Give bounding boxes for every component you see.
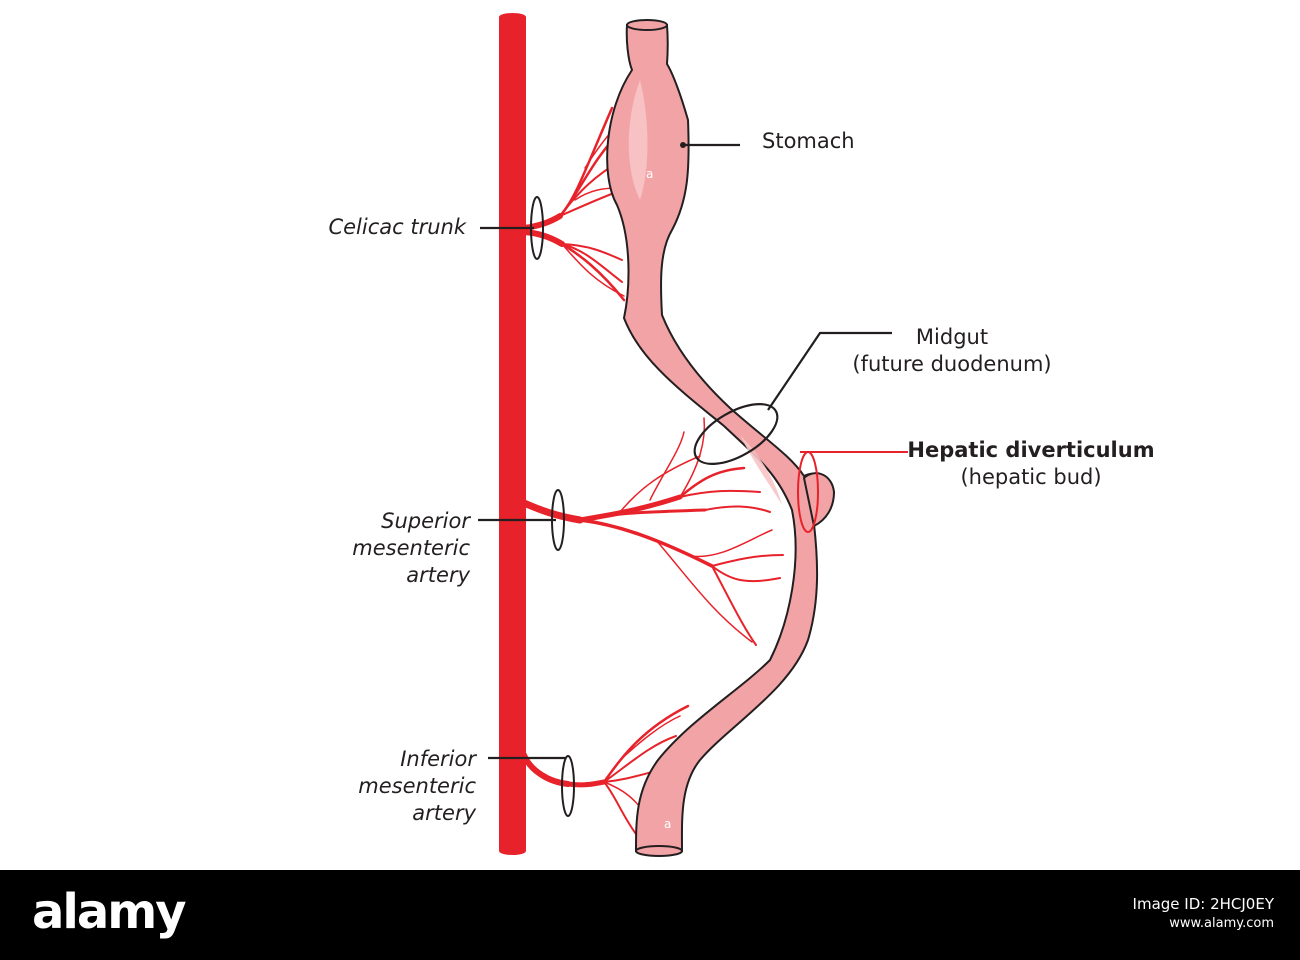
gut-bottom-opening: [635, 845, 683, 857]
sma-label-line-1: Superior: [381, 509, 470, 533]
superior-mesenteric-artery-label: Superior mesenteric artery: [320, 508, 470, 589]
hepatic-bud: [802, 472, 836, 528]
celiac-branches: [521, 106, 626, 302]
hepatic-diverticulum-label: Hepatic diverticulum (hepatic bud): [900, 437, 1162, 491]
celiac-trunk-label: Celicac trunk: [328, 215, 466, 239]
ima-ring: [561, 755, 575, 817]
gut-mark-1: a: [646, 167, 653, 181]
ima-label-line-2: mesenteric: [358, 774, 476, 798]
aorta-top: [499, 13, 526, 21]
midgut-label-line-1: Midgut: [915, 325, 989, 349]
leader-lines: [478, 143, 892, 760]
ima-label-line-3: artery: [412, 801, 476, 825]
midgut-label-line-2: (future duodenum): [852, 352, 1052, 376]
aorta: [499, 15, 526, 853]
stomach-highlight: [628, 80, 648, 200]
midgut-label: Midgut (future duodenum): [832, 324, 1072, 378]
image-id-block: Image ID: 2HCJ0EY www.alamy.com: [1133, 894, 1274, 934]
stomach-label: Stomach: [762, 129, 855, 153]
gut-top-opening: [626, 19, 668, 31]
hepatic-diverticulum-title: Hepatic diverticulum: [907, 438, 1155, 462]
stomach-pointer-dot: [680, 142, 686, 148]
site-url: www.alamy.com: [1169, 916, 1274, 931]
gut-artery-diagram: a a a: [478, 13, 908, 857]
watermark-footer: alamy Image ID: 2HCJ0EY www.alamy.com: [0, 870, 1300, 960]
aorta-bottom: [499, 847, 526, 855]
sma-branches: [520, 417, 784, 646]
midgut-ring: [693, 403, 779, 465]
gut-highlight: [740, 435, 782, 505]
sma-label-line-2: mesenteric: [352, 536, 470, 560]
inferior-mesenteric-artery-label: Inferior mesenteric artery: [320, 746, 476, 827]
ima-label-line-1: Inferior: [400, 747, 476, 771]
gut-tube: [606, 24, 836, 852]
image-id: Image ID: 2HCJ0EY: [1132, 895, 1274, 913]
sma-label-line-3: artery: [406, 563, 470, 587]
alamy-logo: alamy: [32, 884, 187, 940]
gut-mark-3: a: [664, 817, 671, 831]
hepatic-bud-subtitle: (hepatic bud): [960, 465, 1102, 489]
gut-mark-2: a: [786, 517, 793, 531]
